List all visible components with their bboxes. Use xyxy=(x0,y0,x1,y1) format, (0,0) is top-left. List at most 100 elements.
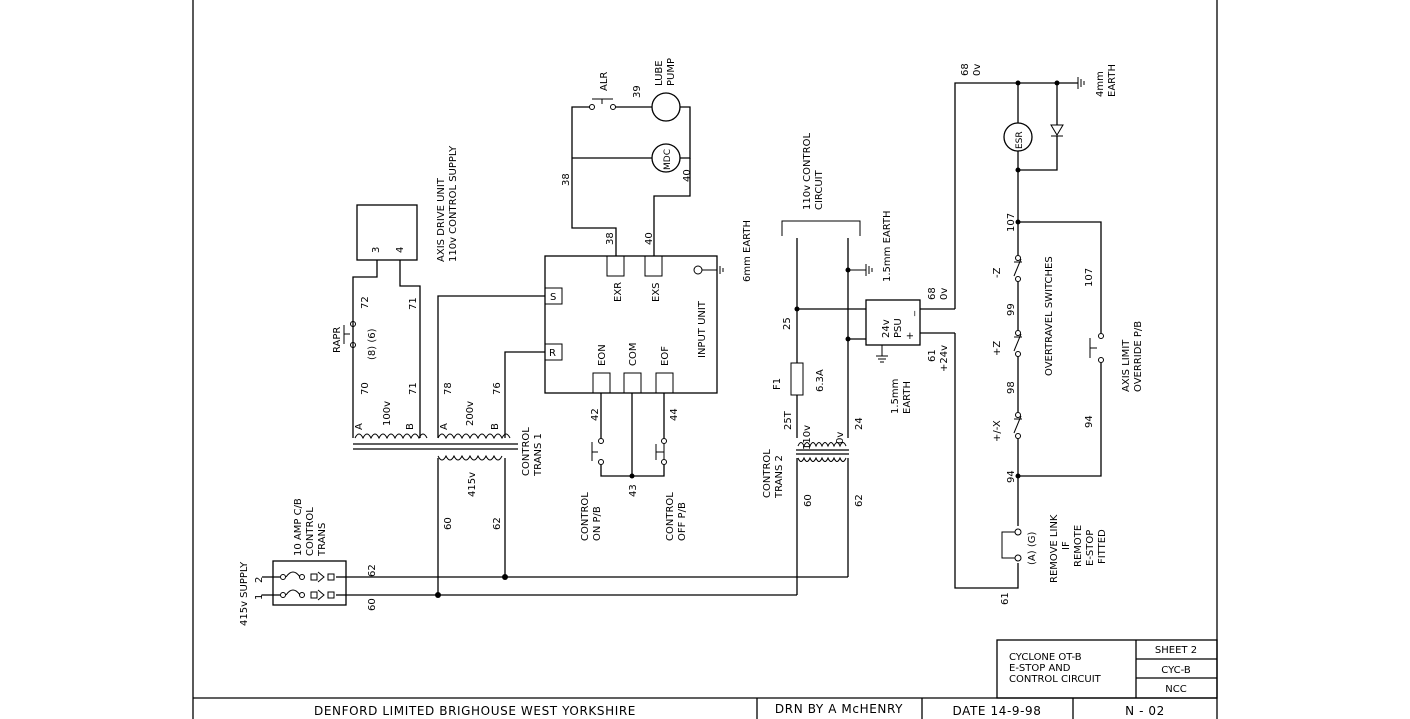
wire-71-top: 71 xyxy=(408,297,419,310)
supply-terminal-2: 2 xyxy=(254,577,265,583)
drawn-by: DRN BY A McHENRY xyxy=(775,702,903,716)
psu-plus-24v: +24v xyxy=(939,345,950,372)
terminal-exs: EXS xyxy=(651,282,662,302)
terminal-s: S xyxy=(550,292,556,303)
axis-terminal-3: 3 xyxy=(371,247,382,253)
wire-42: 42 xyxy=(590,408,601,421)
wire-43: 43 xyxy=(628,484,639,497)
supply-terminal-1: 1 xyxy=(254,594,265,600)
supply-circuit-breaker: 415v SUPPLY 2 1 10 AMP C/B CONTROL TRANS… xyxy=(239,498,378,626)
tap-a-2: A xyxy=(439,423,450,430)
cb-label-1: 10 AMP C/B xyxy=(293,498,304,556)
link-pins: (A) (G) xyxy=(1027,532,1038,565)
lube-pump-circuit: ALR 39 LUBE PUMP MDC 38 40 38 40 xyxy=(561,58,693,256)
mdc-label: MDC xyxy=(663,149,673,170)
ctrl-circuit-label-1: 110v CONTROL xyxy=(802,133,813,210)
wire-39: 39 xyxy=(632,85,643,98)
rapr-label: RAPR xyxy=(332,327,343,353)
earth-4mm-label-2: EARTH xyxy=(1107,64,1118,97)
wire-40-lower: 40 xyxy=(644,232,655,245)
lube-label-1: LUBE xyxy=(654,60,665,86)
psu-earth-label-1: 1.5mm xyxy=(890,379,901,414)
cb-label-2: CONTROL xyxy=(305,507,316,556)
axis-limit-label-1: AXIS LIMIT xyxy=(1121,339,1132,392)
title-line-1: CYCLONE OT-B xyxy=(1009,652,1082,663)
wire-25: 25 xyxy=(782,317,793,330)
supply-wiring xyxy=(346,458,849,598)
wire-94-override: 94 xyxy=(1084,415,1095,428)
title-line-2: E-STOP AND xyxy=(1009,663,1071,674)
primary-415v: 415v xyxy=(467,472,478,497)
wire-61-bottom: 61 xyxy=(1000,592,1011,605)
sheet-number: SHEET 2 xyxy=(1155,645,1197,656)
drawing-date: DATE 14-9-98 xyxy=(952,704,1041,718)
esr-label: ESR xyxy=(1015,131,1025,149)
wire-94: 94 xyxy=(1006,470,1017,483)
psu-24v: 24v PSU _ + 1.5mm EARTH 68 0v 61 +24v xyxy=(797,287,955,414)
remove-link-1: REMOVE LINK xyxy=(1049,514,1060,583)
terminal-eon: EON xyxy=(597,344,608,366)
psu-plus: + xyxy=(905,332,916,340)
earth-6mm: 6mm EARTH xyxy=(742,220,753,282)
wire-72: 72 xyxy=(360,296,371,309)
tap-100v: 100v xyxy=(382,401,393,426)
axis-label-2: 110v CONTROL SUPPLY xyxy=(448,145,459,262)
switch-plus-minus-x: +/-X xyxy=(992,420,1003,442)
wire-40-upper: 40 xyxy=(682,169,693,182)
remove-link-3: REMOTE xyxy=(1073,525,1084,567)
tap-b-2: B xyxy=(490,423,501,430)
wire-38-lower: 38 xyxy=(605,232,616,245)
psu-earth-label-2: EARTH xyxy=(902,381,913,414)
psu-label-1: 24v xyxy=(881,319,892,338)
wire-107: 107 xyxy=(1006,213,1017,232)
wire-107-override: 107 xyxy=(1084,268,1095,287)
alr-label: ALR xyxy=(599,72,610,91)
trans2-label-2: TRANS 2 xyxy=(774,455,785,499)
wire-70: 70 xyxy=(360,382,371,395)
wire-98: 98 xyxy=(1006,381,1017,394)
ctrl-circuit-label-2: CIRCUIT xyxy=(814,169,825,210)
on-pb-label-2: ON P/B xyxy=(592,506,603,541)
trans2-label-1: CONTROL xyxy=(762,449,773,498)
wire-24: 24 xyxy=(854,417,865,430)
psu-wire-61: 61 xyxy=(927,349,938,362)
axis-limit-label-2: OVERRIDE P/B xyxy=(1133,321,1144,392)
wire-71-bottom: 71 xyxy=(408,382,419,395)
company-name: DENFORD LIMITED BRIGHOUSE WEST YORKSHIRE xyxy=(314,704,636,718)
estop-chain: 68 0v 4mm EARTH ESR 107 -Z 99 +Z 98 xyxy=(954,63,1144,605)
control-transformer-1: A 100v B A 200v B 415v 60 62 CONTROL TRA… xyxy=(353,401,544,530)
title-block: CYCLONE OT-B E-STOP AND CONTROL CIRCUIT … xyxy=(314,639,1218,718)
wire-99: 99 xyxy=(1006,303,1017,316)
wire-44: 44 xyxy=(669,408,680,421)
rapr-pins: (8) (6) xyxy=(367,328,378,360)
drawing-border xyxy=(192,0,1218,719)
top-0v: 0v xyxy=(972,64,983,76)
fuse-rating: 6.3A xyxy=(815,369,826,392)
axis-drive-unit: 3 4 AXIS DRIVE UNIT 110v CONTROL SUPPLY … xyxy=(332,145,459,438)
terminal-com: COM xyxy=(628,343,639,366)
wire-76: 76 xyxy=(492,382,503,395)
psu-wire-68: 68 xyxy=(927,287,938,300)
machine-code: CYC-B xyxy=(1161,665,1191,676)
top-wire-68: 68 xyxy=(960,63,971,76)
cb-label-3: TRANS xyxy=(317,523,328,557)
primary-wire-60: 60 xyxy=(443,517,454,530)
drawing-number: N - 02 xyxy=(1125,704,1165,718)
axis-label-1: AXIS DRIVE UNIT xyxy=(436,177,447,262)
primary-wire-62: 62 xyxy=(492,517,503,530)
wire-25t: 25T xyxy=(783,410,794,430)
drawing-code: NCC xyxy=(1165,684,1186,695)
wire-62-label: 62 xyxy=(367,564,378,577)
axis-terminal-4: 4 xyxy=(395,247,406,253)
switch-minus-z: -Z xyxy=(992,267,1003,278)
lube-label-2: PUMP xyxy=(666,58,677,86)
earth-1-5mm-top: 1.5mm EARTH xyxy=(882,210,893,282)
off-pb-label-1: CONTROL xyxy=(665,492,676,541)
tap-a-1: A xyxy=(354,423,365,430)
wire-60-label: 60 xyxy=(367,598,378,611)
fuse-label: F1 xyxy=(772,378,783,390)
earth-4mm-label-1: 4mm xyxy=(1095,71,1106,97)
trans1-label-1: CONTROL xyxy=(521,427,532,476)
psu-minus: _ xyxy=(905,310,916,317)
wire-78: 78 xyxy=(443,382,454,395)
